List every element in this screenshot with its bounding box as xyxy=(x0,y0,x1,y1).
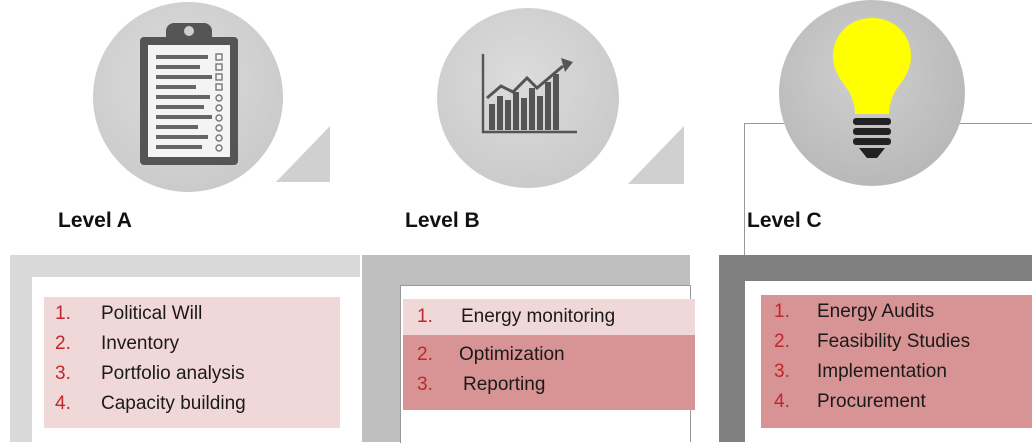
list-item-number: 2. xyxy=(417,344,433,365)
level-c-list: 1. Energy Audits 2. Feasibility Studies … xyxy=(761,295,1032,428)
list-item-label: Reporting xyxy=(463,374,546,395)
list-item-label: Optimization xyxy=(459,344,565,365)
level-b-list-rest: 2. Optimization 3. Reporting xyxy=(403,335,695,410)
list-item: 2. Feasibility Studies xyxy=(761,327,1032,357)
list-item-number: 3. xyxy=(417,374,433,395)
level-b-title: Level B xyxy=(405,209,480,232)
list-item-number: 2. xyxy=(55,333,71,354)
level-a-icon-circle xyxy=(93,2,283,192)
list-item: 3. Portfolio analysis xyxy=(44,359,340,389)
level-c-panel: 1. Energy Audits 2. Feasibility Studies … xyxy=(719,255,1032,442)
list-item: 1. Energy monitoring xyxy=(403,302,695,332)
list-item-number: 1. xyxy=(55,303,71,324)
level-a-list: 1. Political Will 2. Inventory 3. Portfo… xyxy=(44,297,340,428)
list-item-number: 1. xyxy=(417,306,433,327)
list-item-label: Capacity building xyxy=(101,393,246,414)
list-item-number: 4. xyxy=(774,391,790,412)
bar-chart-trend-icon xyxy=(481,54,577,134)
level-a-title: Level A xyxy=(58,209,132,232)
list-item-label: Feasibility Studies xyxy=(817,331,971,352)
list-item-number: 3. xyxy=(774,361,790,382)
list-item-label: Implementation xyxy=(817,361,947,382)
list-item-number: 1. xyxy=(774,301,790,322)
list-item: 1. Energy Audits xyxy=(761,297,1032,327)
list-item-label: Inventory xyxy=(101,333,180,354)
list-item-number: 4. xyxy=(55,393,71,414)
level-c-title: Level C xyxy=(747,209,822,232)
list-item: 3. Reporting xyxy=(403,370,695,400)
list-item-label: Procurement xyxy=(817,391,926,412)
list-item: 3. Implementation xyxy=(761,357,1032,387)
clipboard-checklist-icon xyxy=(140,23,238,165)
level-c-icon-circle xyxy=(779,0,965,186)
level-b-corner-triangle xyxy=(628,126,684,184)
list-item-label: Political Will xyxy=(101,303,203,324)
list-item: 2. Inventory xyxy=(44,329,340,359)
list-item-number: 2. xyxy=(774,331,790,352)
list-item: 1. Political Will xyxy=(44,299,340,329)
level-b-list-first: 1. Energy monitoring xyxy=(403,299,695,335)
light-bulb-icon xyxy=(833,18,911,158)
list-item-label: Energy monitoring xyxy=(461,306,616,327)
list-item-label: Energy Audits xyxy=(817,301,935,322)
level-b-panel: 1. Energy monitoring 2. Optimization 3. … xyxy=(362,255,711,443)
list-item: 4. Procurement xyxy=(761,387,1032,417)
list-item: 2. Optimization xyxy=(403,340,695,370)
list-item-number: 3. xyxy=(55,363,71,384)
list-item-label: Portfolio analysis xyxy=(101,363,245,384)
level-a-panel: 1. Political Will 2. Inventory 3. Portfo… xyxy=(10,255,360,442)
level-a-corner-triangle xyxy=(276,126,330,182)
level-b-icon-circle xyxy=(437,8,619,188)
list-item: 4. Capacity building xyxy=(44,389,340,419)
